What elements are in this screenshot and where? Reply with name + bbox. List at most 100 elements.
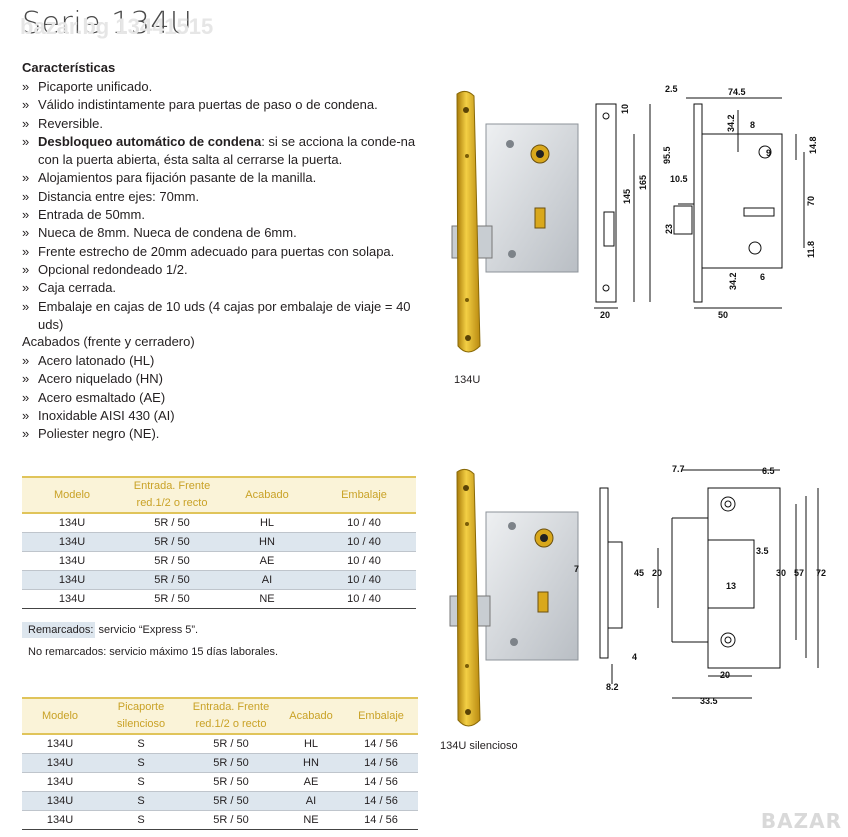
col-header: Embalaje bbox=[312, 476, 416, 514]
feature-text: Alojamientos para fijación pasante de la… bbox=[38, 170, 317, 186]
finishes-list: Acero latonado (HL)Acero niquelado (HN)A… bbox=[22, 352, 175, 444]
col-header: Acabado bbox=[278, 697, 344, 735]
table-cell: AE bbox=[278, 772, 344, 792]
table-cell: 5R / 50 bbox=[122, 513, 222, 533]
dim-label: 11.8 bbox=[806, 241, 816, 258]
feature-text: : si se acciona la conde-na con la puert… bbox=[38, 133, 416, 168]
table-cell: 134U bbox=[22, 570, 122, 590]
table-cell: 14 / 56 bbox=[344, 810, 418, 830]
table-cell: 5R / 50 bbox=[122, 570, 222, 590]
feature-item: Distancia entre ejes: 70mm. bbox=[22, 188, 422, 207]
feature-text: Distancia entre ejes: 70mm. bbox=[38, 188, 200, 204]
dim-label: 57 bbox=[794, 568, 804, 578]
col-header: Picaporte silencioso bbox=[98, 697, 184, 735]
table-cell: HN bbox=[222, 532, 312, 552]
table-cell: 10 / 40 bbox=[312, 589, 416, 609]
dim-label: 72 bbox=[816, 568, 826, 578]
technical-drawing-134u-silencioso: 7.7 6.5 3.5 7 45 20 13 30 57 72 4 8.2 20… bbox=[574, 464, 826, 706]
finish-item: Acero niquelado (HN) bbox=[22, 370, 175, 389]
dim-label: 23 bbox=[664, 224, 674, 234]
table-cell: 14 / 56 bbox=[344, 734, 418, 754]
feature-item: Alojamientos para fijación pasante de la… bbox=[22, 169, 422, 188]
dim-label: 45 bbox=[634, 568, 644, 578]
features-list: Picaporte unificado.Válido indistintamen… bbox=[22, 78, 422, 334]
table-cell: 5R / 50 bbox=[122, 551, 222, 571]
table-cell: 5R / 50 bbox=[184, 791, 278, 811]
feature-text: Frente estrecho de 20mm adecuado para pu… bbox=[38, 243, 395, 259]
finishes-heading: Acabados (frente y cerradero) bbox=[22, 334, 195, 349]
feature-item: Nueca de 8mm. Nueca de condena de 6mm. bbox=[22, 224, 422, 243]
feature-text: Reversible. bbox=[38, 115, 104, 131]
feature-item: Frente estrecho de 20mm adecuado para pu… bbox=[22, 243, 422, 262]
table-cell: HL bbox=[278, 734, 344, 754]
table-cell: 134U bbox=[22, 532, 122, 552]
table-cell: 5R / 50 bbox=[184, 772, 278, 792]
dim-label: 34.2 bbox=[728, 272, 738, 290]
table-cell: S bbox=[98, 734, 184, 754]
table-cell: 14 / 56 bbox=[344, 772, 418, 792]
lock-photo-134u-silencioso bbox=[449, 468, 579, 727]
features-heading: Características bbox=[22, 60, 116, 75]
technical-drawing-134u: 2.5 74.5 10 34.2 8 95.5 145 165 9 14.8 1… bbox=[594, 84, 818, 320]
dim-label: 20 bbox=[652, 568, 662, 578]
feature-item: Desbloqueo automático de condena: si se … bbox=[22, 133, 422, 170]
dim-label: 145 bbox=[622, 189, 632, 204]
finish-item: Inoxidable AISI 430 (AI) bbox=[22, 407, 175, 426]
feature-item: Picaporte unificado. bbox=[22, 78, 422, 97]
spec-table-134u: Modelo Entrada. Frente red.1/2 o recto A… bbox=[22, 476, 416, 609]
feature-text: Opcional redondeado 1/2. bbox=[38, 261, 188, 277]
dim-label: 7 bbox=[574, 564, 579, 574]
finish-item: Acero latonado (HL) bbox=[22, 352, 175, 371]
lock-photo-134u bbox=[451, 90, 579, 353]
dim-label: 165 bbox=[638, 175, 648, 190]
feature-bold: Desbloqueo automático de condena bbox=[38, 133, 262, 149]
feature-text: Nueca de 8mm. Nueca de condena de 6mm. bbox=[38, 225, 297, 241]
non-remarked-note: No remarcados: servicio máximo 15 días l… bbox=[28, 646, 279, 658]
table-cell: 134U bbox=[22, 810, 98, 830]
table-cell: 134U bbox=[22, 513, 122, 533]
col-header: Modelo bbox=[22, 697, 98, 735]
col-header: Embalaje bbox=[344, 697, 418, 735]
dim-label: 33.5 bbox=[700, 696, 718, 706]
table-cell: 5R / 50 bbox=[122, 532, 222, 552]
dim-label: 7.7 bbox=[672, 464, 685, 474]
col-header: Acabado bbox=[222, 476, 312, 514]
table-cell: S bbox=[98, 791, 184, 811]
feature-item: Válido indistintamente para puertas de p… bbox=[22, 96, 422, 115]
table-cell: S bbox=[98, 772, 184, 792]
dim-label: 4 bbox=[632, 652, 637, 662]
table-cell: 14 / 56 bbox=[344, 753, 418, 773]
remarked-text: servicio “Express 5”. bbox=[95, 624, 199, 636]
table-cell: 134U bbox=[22, 753, 98, 773]
dim-label: 30 bbox=[776, 568, 786, 578]
finish-item: Acero esmaltado (AE) bbox=[22, 389, 175, 408]
feature-text: Embalaje en cajas de 10 uds (4 cajas por… bbox=[38, 298, 411, 332]
dim-label: 2.5 bbox=[665, 84, 678, 94]
dim-label: 20 bbox=[720, 670, 730, 680]
table-cell: 5R / 50 bbox=[184, 753, 278, 773]
col-header: Entrada. Frente red.1/2 o recto bbox=[184, 697, 278, 735]
dim-label: 74.5 bbox=[728, 87, 746, 97]
dim-label: 14.8 bbox=[808, 136, 818, 154]
feature-text: Caja cerrada. bbox=[38, 280, 117, 296]
spec-table-134u-silencioso: Modelo Picaporte silencioso Entrada. Fre… bbox=[22, 697, 418, 830]
table-cell: NE bbox=[222, 589, 312, 609]
dim-label: 10.5 bbox=[670, 174, 688, 184]
dim-label: 95.5 bbox=[662, 146, 672, 164]
table-cell: S bbox=[98, 810, 184, 830]
dim-label: 10 bbox=[620, 104, 630, 114]
table-cell: 134U bbox=[22, 551, 122, 571]
dim-label: 70 bbox=[806, 196, 816, 206]
dim-label: 8.2 bbox=[606, 682, 619, 692]
col-header: Modelo bbox=[22, 476, 122, 514]
dim-label: 20 bbox=[600, 310, 610, 320]
dim-label: 50 bbox=[718, 310, 728, 320]
